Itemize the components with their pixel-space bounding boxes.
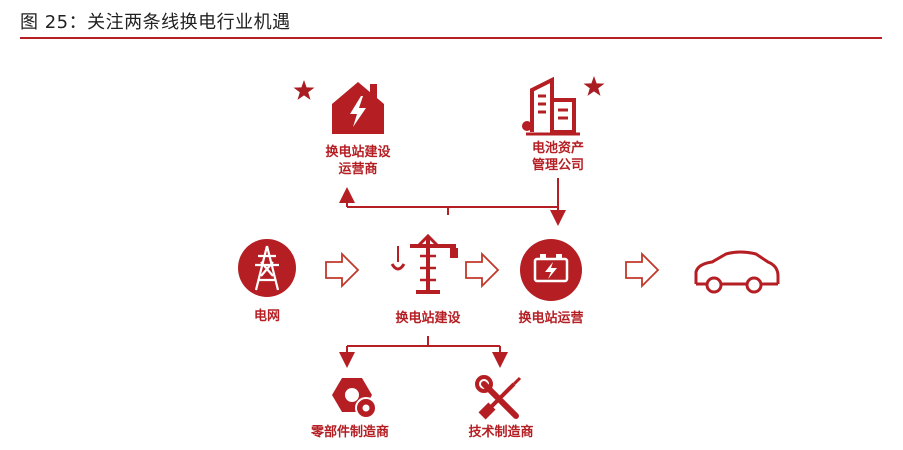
battery-swap-icon xyxy=(520,239,582,301)
node-label-station-operation: 换电站运营 xyxy=(518,311,584,326)
title-divider xyxy=(20,37,882,39)
star-icon xyxy=(583,76,605,96)
hollow-arrow-icon xyxy=(325,251,360,289)
car-icon xyxy=(694,250,780,294)
building-icon xyxy=(522,76,580,136)
hollow-arrow-icon xyxy=(465,251,500,289)
node-label-station-construction: 换电站建设 xyxy=(395,311,461,326)
node-label-station-operator: 换电站建设 运营商 xyxy=(325,145,391,177)
node-label-battery-asset-mgmt: 电池资产 管理公司 xyxy=(531,141,584,173)
power-pylon-icon xyxy=(238,239,296,297)
house-lightning-icon xyxy=(332,82,384,134)
hex-nut-gear-icon xyxy=(332,378,377,419)
node-label-parts-manufacturer: 零部件制造商 xyxy=(310,425,389,440)
crane-icon xyxy=(390,233,458,294)
figure-title: 图 25：关注两条线换电行业机遇 xyxy=(20,12,291,33)
star-icon xyxy=(293,80,315,100)
hollow-arrow-icon xyxy=(625,251,660,289)
wrench-screwdriver-icon xyxy=(475,375,522,420)
node-label-tech-manufacturer: 技术制造商 xyxy=(468,425,534,440)
node-label-grid: 电网 xyxy=(253,309,280,324)
